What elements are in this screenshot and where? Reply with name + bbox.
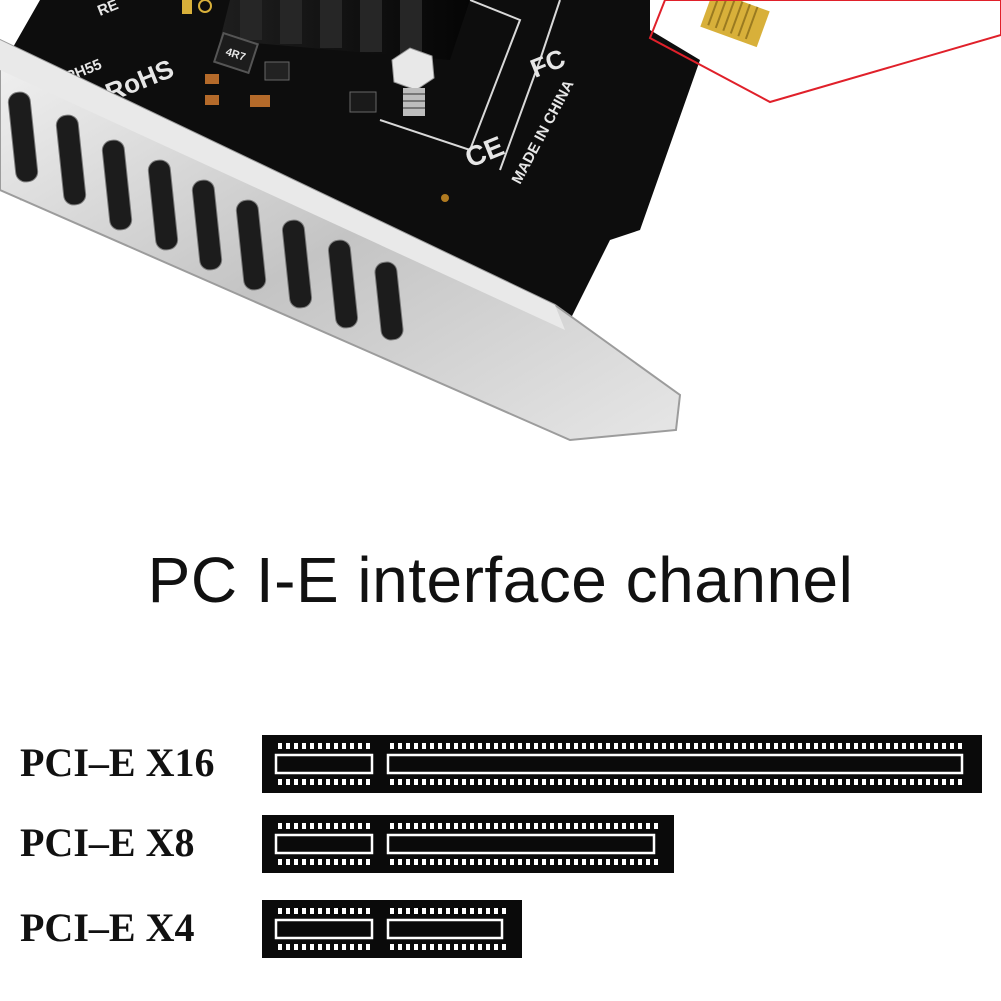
headline: PC I-E interface channel [147, 544, 854, 616]
slot-label-x8: PCI–E X8 [20, 820, 195, 865]
metal-bracket [0, 38, 682, 442]
pcie-x16-slot-diagram [262, 735, 982, 793]
pcie-x8-slot-diagram [262, 815, 674, 873]
slot-row-x16: PCI–E X16 [0, 735, 1001, 795]
slot-row-x8: PCI–E X8 [0, 815, 1001, 875]
mounting-screw [391, 47, 435, 116]
pcie-card-photo: 4R7 PH55 RE RoHS FC CE MADE IN CHINA [0, 0, 1001, 442]
slot-row-x4: PCI–E X4 [0, 900, 1001, 960]
pcb-board [0, 0, 700, 320]
svg-text:4R7: 4R7 [224, 46, 247, 64]
slot-label-x4: PCI–E X4 [20, 905, 195, 950]
gold-finger-connector [700, 0, 770, 48]
slot-label-x16: PCI–E X16 [20, 740, 215, 785]
pcie-x4-slot-diagram [262, 900, 522, 958]
highlight-box [648, 0, 1001, 104]
heatsink [220, 0, 470, 60]
components: 4R7 [182, 0, 449, 202]
